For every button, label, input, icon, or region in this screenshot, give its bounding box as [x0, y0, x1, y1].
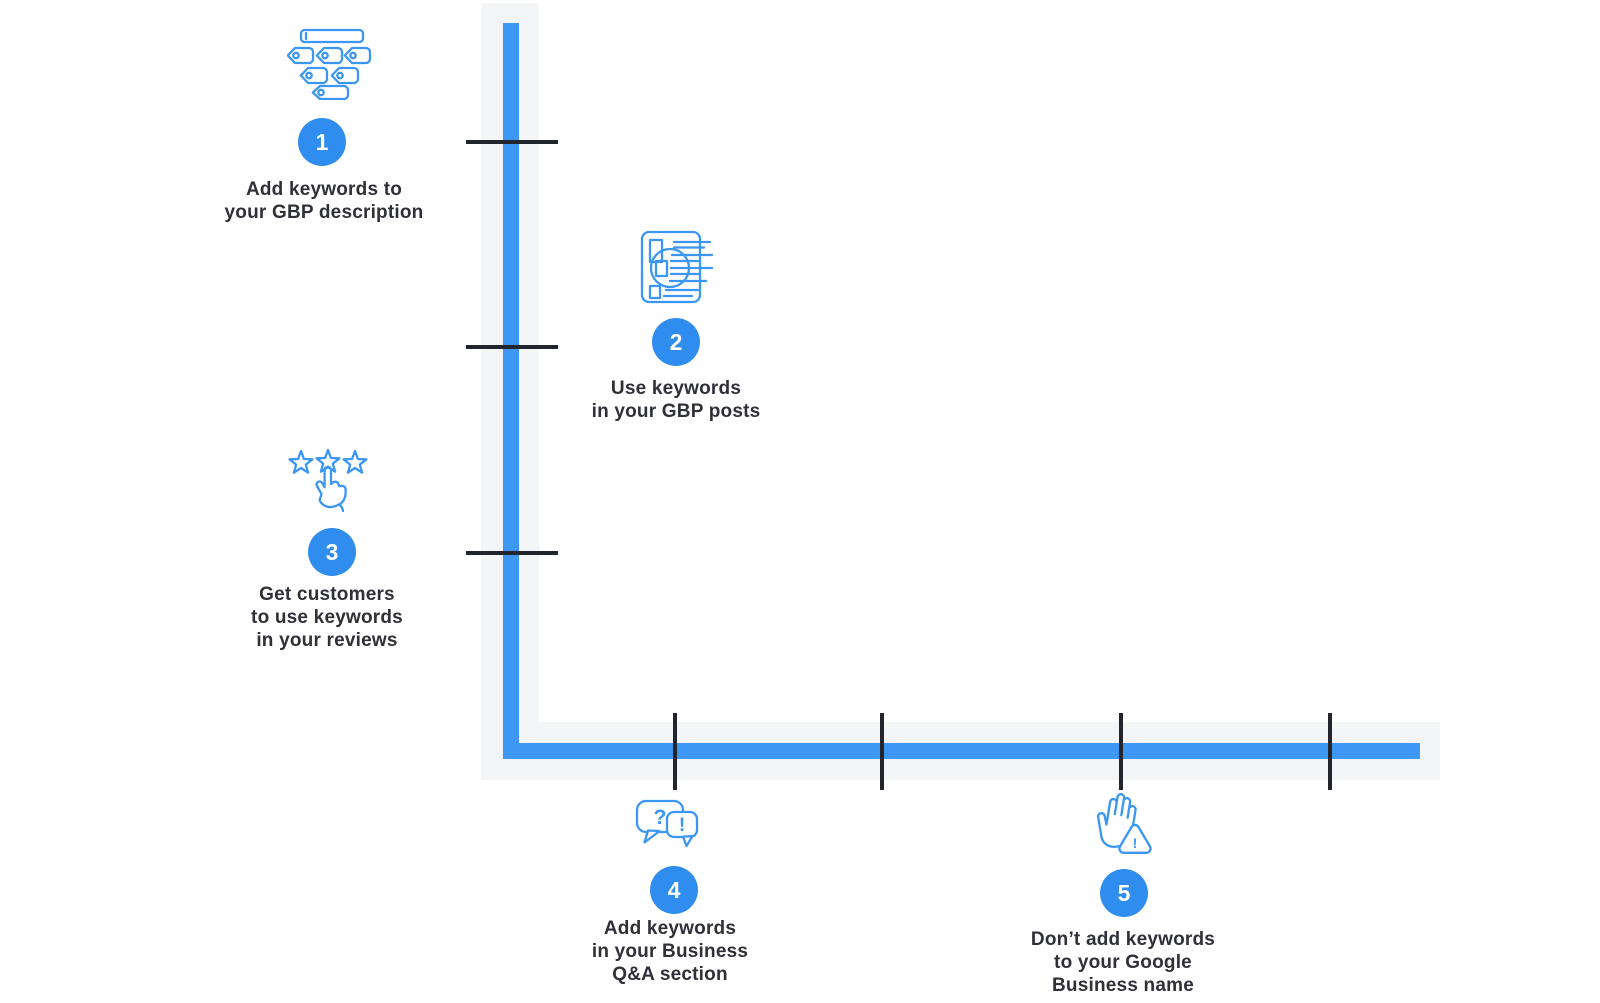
review-stars-icon — [288, 449, 368, 513]
caption-line: Q&A section — [612, 964, 728, 985]
horizontal-axis-bar — [503, 743, 1420, 759]
caption-line: Use keywords — [610, 378, 742, 399]
axis-tick-vertical-2 — [466, 345, 558, 349]
step-number-badge-5: 5 — [1100, 869, 1148, 917]
step-number-4: 4 — [667, 876, 681, 903]
step-number-badge-2: 2 — [652, 318, 700, 366]
step-caption-5: Don’t add keywords to your Google Busine… — [953, 928, 1293, 997]
step-number-3: 3 — [325, 538, 339, 565]
step-caption-2: Use keywords in your GBP posts — [506, 377, 846, 423]
question-mark-glyph: ? — [654, 806, 667, 829]
vertical-axis-bar — [503, 23, 519, 759]
step-number-2: 2 — [669, 328, 683, 355]
caption-line: Don’t add keywords — [1030, 929, 1216, 950]
caption-line: to use keywords — [251, 607, 403, 628]
warning-mark-glyph: ! — [1133, 835, 1138, 851]
caption-line: Add keywords — [603, 918, 737, 939]
axis-tick-horizontal-1 — [673, 713, 677, 790]
exclamation-mark-glyph: ! — [679, 815, 685, 836]
step-number-badge-3: 3 — [308, 528, 356, 576]
caption-line: Get customers — [259, 584, 395, 605]
axis-tick-vertical-1 — [466, 140, 558, 144]
keyword-tags-icon — [287, 28, 371, 100]
step-number-5: 5 — [1117, 879, 1131, 906]
caption-line: in your Business — [591, 941, 749, 962]
step-caption-3: Get customers to use keywords in your re… — [157, 583, 497, 652]
step-caption-1: Add keywords to your GBP description — [154, 178, 494, 224]
step-number-badge-1: 1 — [298, 118, 346, 166]
axis-tick-horizontal-3 — [1119, 713, 1123, 790]
axis-tick-vertical-3 — [466, 551, 558, 555]
caption-line: Business name — [1052, 975, 1194, 996]
qa-bubbles-icon: ? ! — [635, 799, 703, 853]
step-number-1: 1 — [315, 128, 329, 155]
caption-line: to your Google — [1054, 952, 1192, 973]
axis-tick-horizontal-4 — [1328, 713, 1332, 790]
caption-line: your GBP description — [224, 202, 424, 223]
gbp-post-icon — [640, 228, 716, 306]
caption-line: in your GBP posts — [591, 401, 761, 422]
caption-line: Add keywords to — [245, 179, 403, 200]
axis-tick-horizontal-2 — [880, 713, 884, 790]
step-caption-4: Add keywords in your Business Q&A sectio… — [500, 917, 840, 986]
caption-line: in your reviews — [256, 630, 398, 651]
stop-hand-icon: ! — [1092, 790, 1158, 862]
step-number-badge-4: 4 — [650, 866, 698, 914]
